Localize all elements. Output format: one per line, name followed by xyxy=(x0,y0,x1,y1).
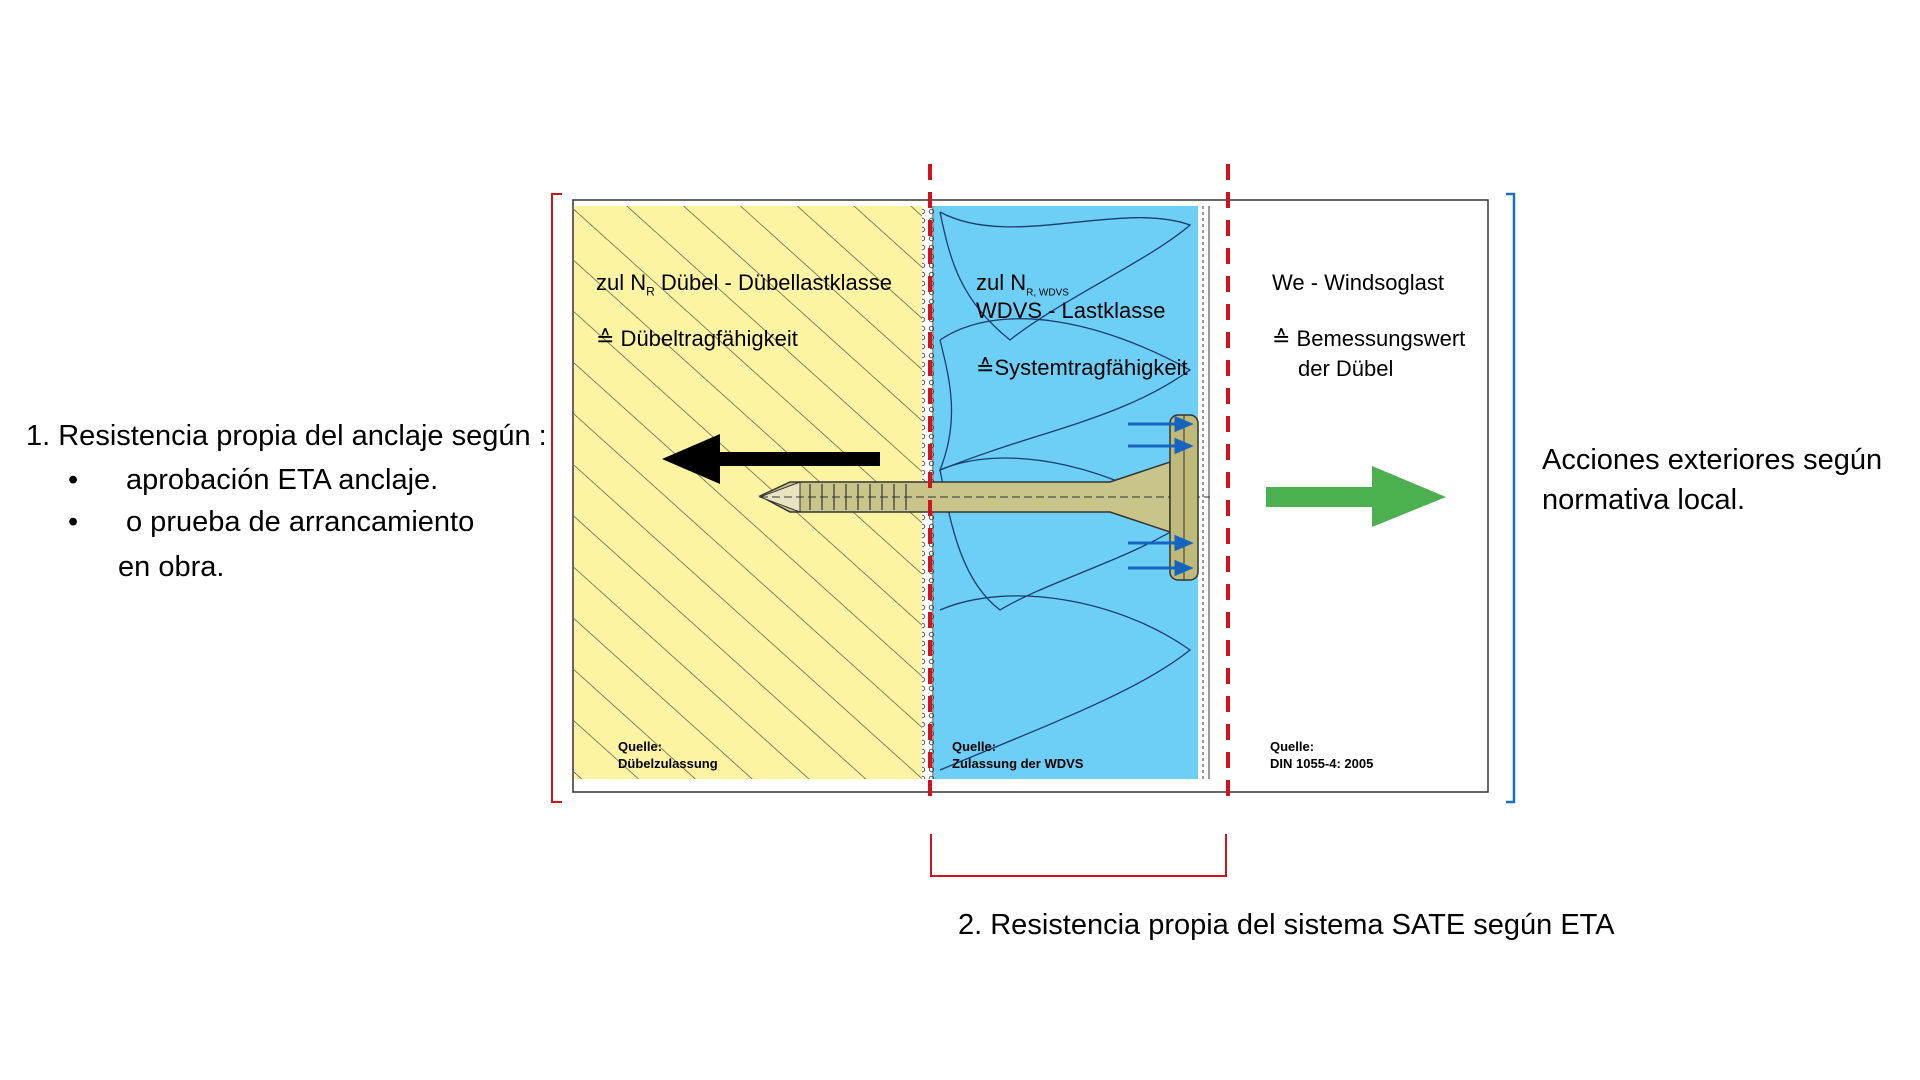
load-zone-design-value: ≙ Bemessungswert xyxy=(1272,326,1466,351)
left-bracket xyxy=(551,193,562,803)
pressure-arrows xyxy=(1128,415,1194,577)
system-zone-load-class: WDVS - Lastklasse xyxy=(976,298,1166,323)
render-layer xyxy=(1198,206,1212,779)
bullet-text: o prueba de arrancamiento xyxy=(126,506,475,538)
insulation-waves xyxy=(938,211,1192,771)
load-zone-source: Quelle: DIN 1055-4: 2005 xyxy=(1270,739,1374,771)
external-actions-text: Acciones exteriores según normativa loca… xyxy=(1542,440,1882,520)
system-zone-capacity: ≙Systemtragfähigkeit xyxy=(976,355,1188,380)
external-actions-line2: normativa local. xyxy=(1542,484,1746,516)
anchor-zone-title: zul NR Dübel - Dübellastklasse xyxy=(596,270,893,299)
bullet-dot: • xyxy=(68,464,79,496)
load-zone-title: We - Windsoglast xyxy=(1272,270,1444,295)
sate-resistance-caption: 2. Resistencia propia del sistema SATE s… xyxy=(958,909,1615,941)
anchor-zone-source: Quelle: Dübelzulassung xyxy=(618,739,718,771)
wind-load-arrow xyxy=(1266,466,1446,527)
bullet-text: aprobación ETA anclaje. xyxy=(126,464,439,496)
anchor-zone-capacity: ≙ Dübeltragfähigkeit xyxy=(596,326,798,351)
bullet-continuation: en obra. xyxy=(118,551,225,583)
system-zone-source: Quelle: Zulassung der WDVS xyxy=(952,739,1084,771)
bottom-bracket xyxy=(930,834,1227,877)
system-zone-title: zul NR, WDVS xyxy=(976,270,1069,299)
resistance-arrow xyxy=(662,434,880,484)
bullet-dot: • xyxy=(68,506,79,538)
anchor-resistance-title: 1. Resistencia propia del anclaje según … xyxy=(26,420,547,452)
right-bracket xyxy=(1506,192,1516,804)
external-actions-line1: Acciones exteriores según xyxy=(1542,444,1883,476)
load-zone-anchor: der Dübel xyxy=(1298,356,1394,381)
